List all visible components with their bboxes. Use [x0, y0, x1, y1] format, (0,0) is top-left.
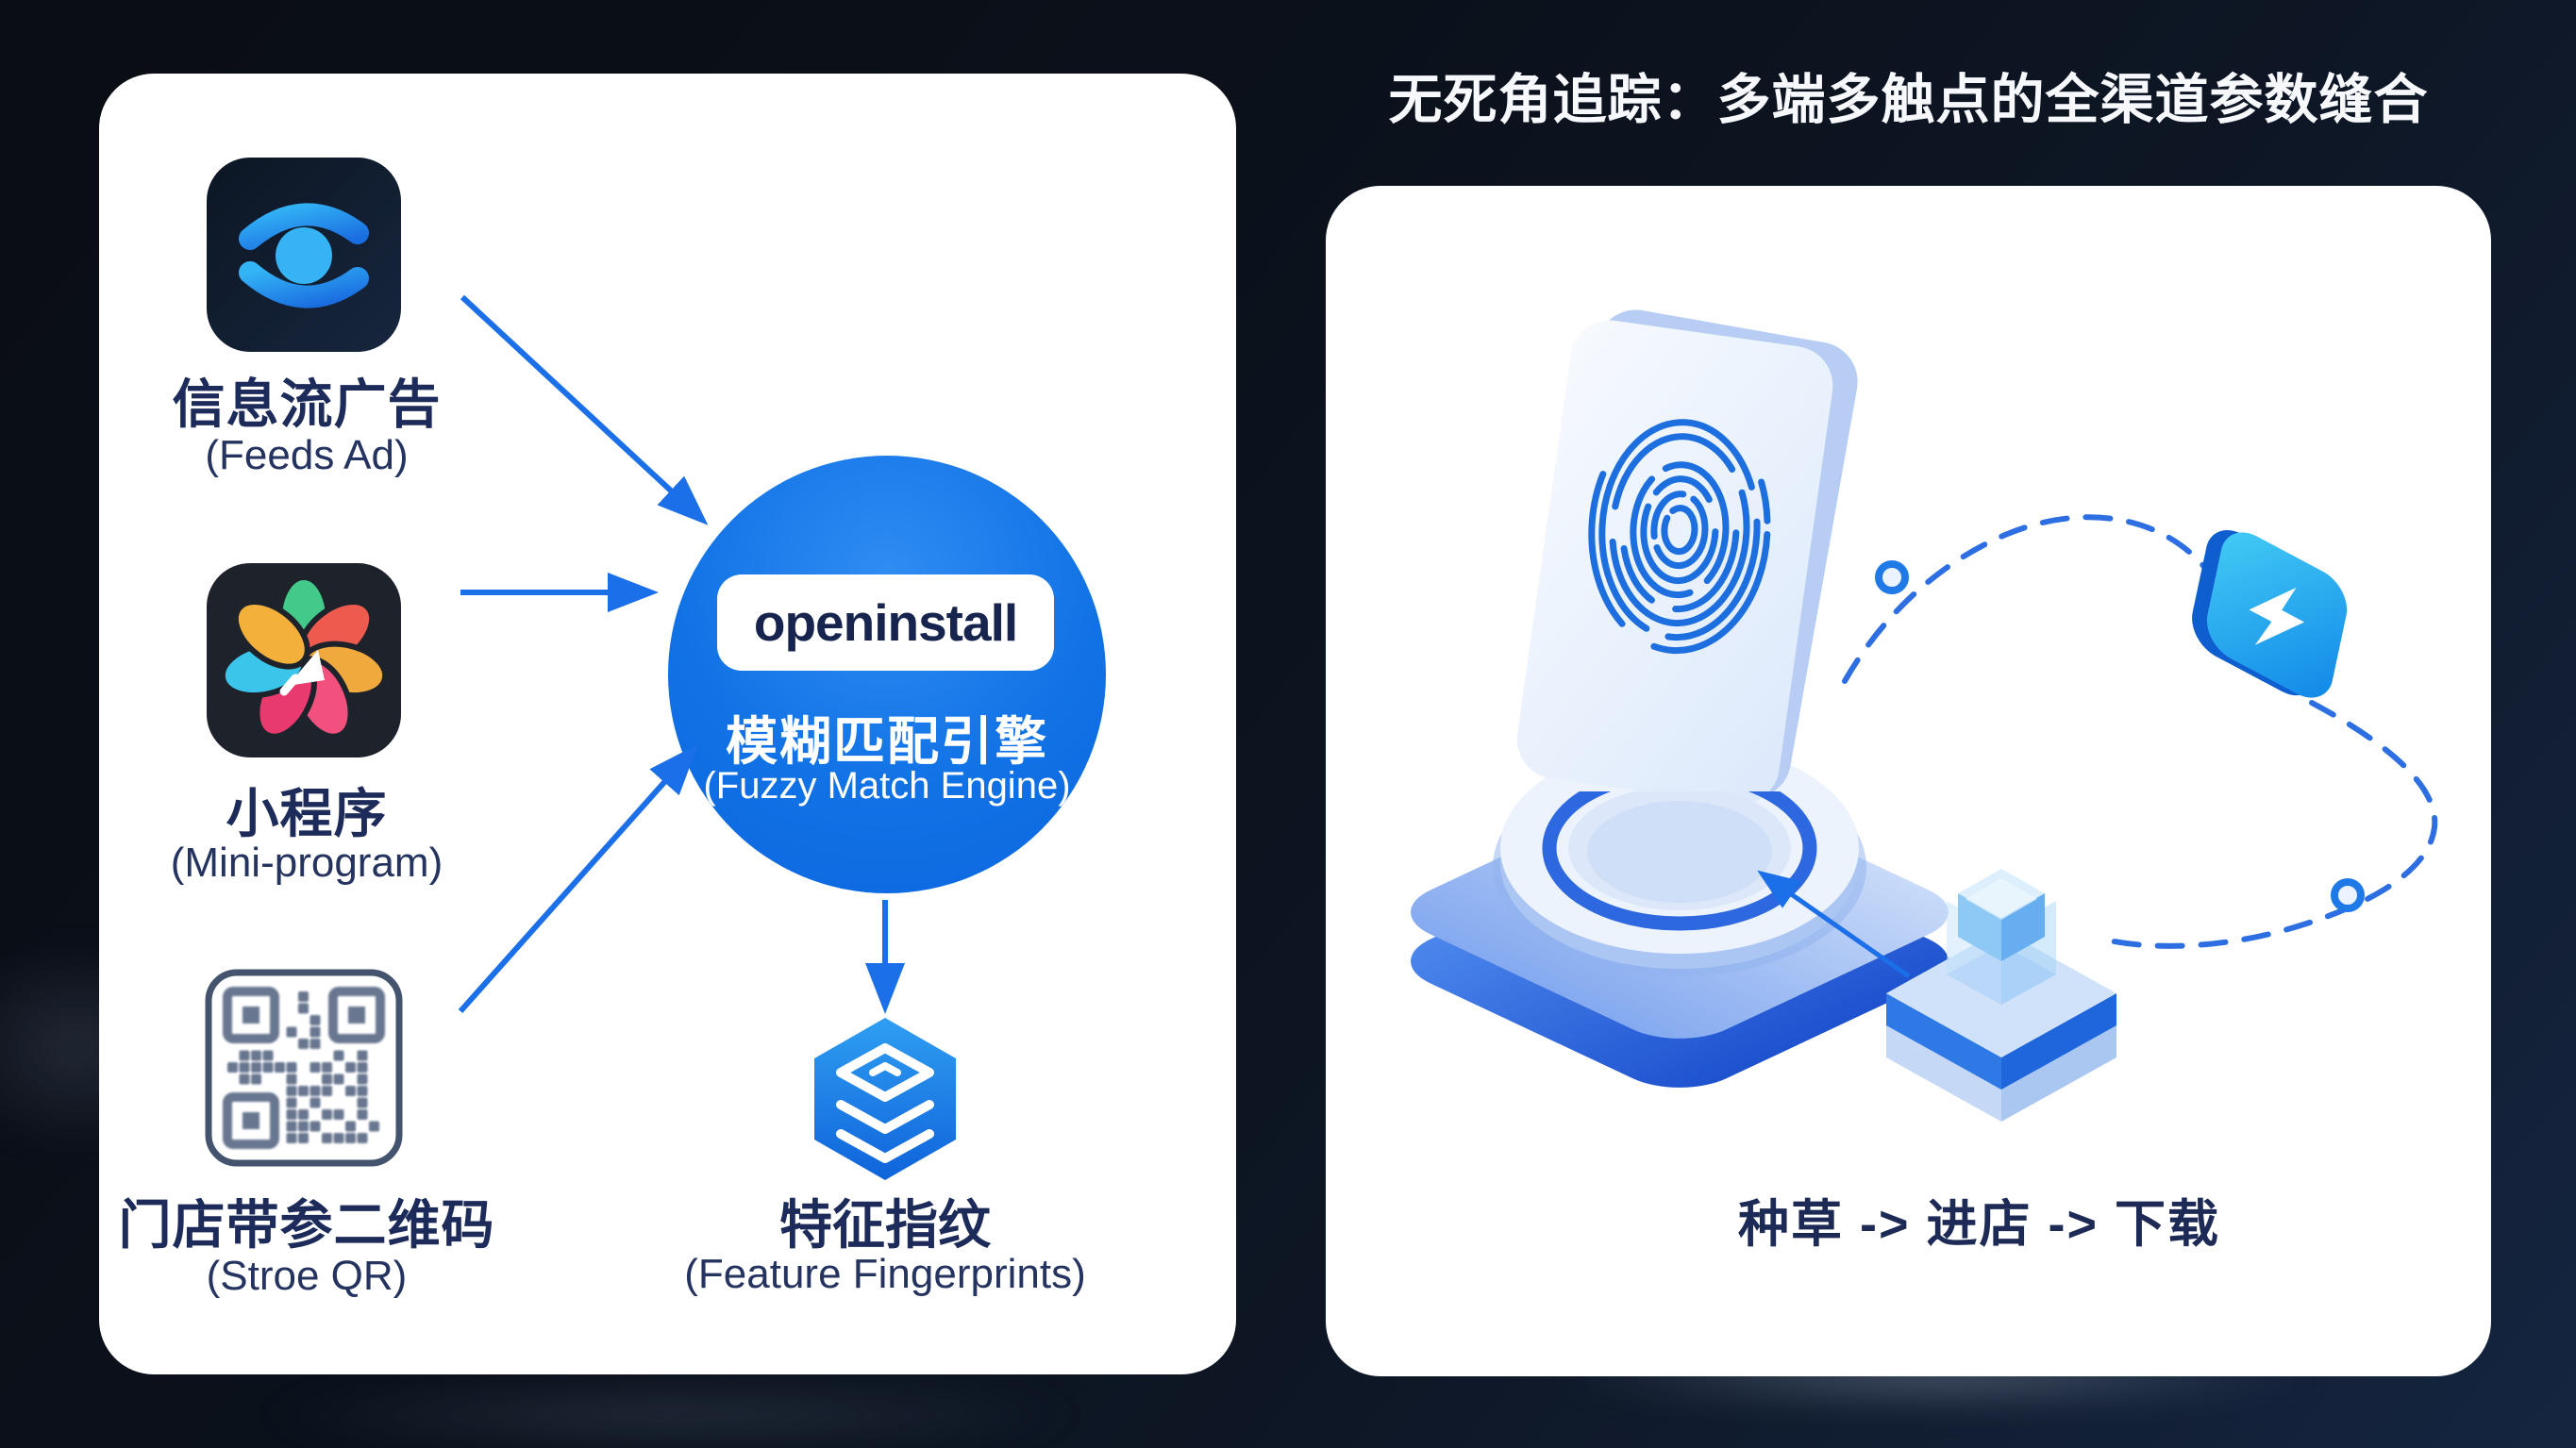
cube-stack-icon	[1886, 869, 2116, 1122]
page-title: 无死角追踪：多端多触点的全渠道参数缝合	[1388, 70, 2429, 130]
layers-stack-icon	[814, 1018, 956, 1180]
tracking-illustration-panel: 种草 -> 进店 -> 下载	[1326, 186, 2491, 1376]
openinstall-brand: openinstall	[753, 593, 1018, 652]
source-sublabel: (Stroe QR)	[206, 1253, 408, 1299]
openinstall-logo-pill: openinstall	[717, 574, 1054, 671]
arrow-qr-to-engine	[458, 743, 698, 1013]
engine-title: 模糊匹配引擎	[725, 712, 1048, 771]
engine-subtitle: (Fuzzy Match Engine)	[703, 765, 1071, 807]
output-label: 特征指纹	[779, 1195, 991, 1255]
source-sublabel: (Feeds Ad)	[205, 432, 409, 478]
journey-node-icon	[1875, 560, 2365, 912]
lightning-badge-icon	[2192, 530, 2348, 698]
source-label: 信息流广告	[172, 374, 442, 434]
fingerprint-card	[1516, 309, 1858, 805]
arrow-store-to-scanner	[1757, 870, 1911, 979]
source-sublabel: (Mini-program)	[170, 840, 443, 886]
feeds-eye-icon	[207, 158, 401, 352]
background-streak	[245, 1387, 1095, 1443]
mini-program-icon	[207, 563, 401, 757]
source-label: 小程序	[226, 784, 388, 843]
qr-modules	[227, 991, 379, 1143]
flow-arrows	[458, 294, 905, 1014]
qr-code-icon	[205, 969, 403, 1167]
pinwheel-petals	[219, 574, 389, 740]
source-label: 门店带参二维码	[118, 1195, 495, 1255]
output-sublabel: (Feature Fingerprints)	[684, 1251, 1086, 1297]
fuzzy-match-diagram-panel: 信息流广告 (Feeds Ad) 小程序 (Mini-program)	[99, 74, 1236, 1374]
fingerprint-ridges	[1588, 406, 1771, 655]
journey-flow-text: 种草 -> 进店 -> 下载	[1737, 1196, 2221, 1253]
arrow-feeds-to-engine	[460, 294, 709, 525]
journey-dashed-path	[1842, 514, 2438, 949]
fingerprint-scanner-icon	[1411, 309, 1949, 1088]
fuzzy-match-engine-circle: openinstall 模糊匹配引擎 (Fuzzy Match Engine)	[668, 456, 1106, 893]
tracking-illustration	[1411, 309, 2438, 1122]
